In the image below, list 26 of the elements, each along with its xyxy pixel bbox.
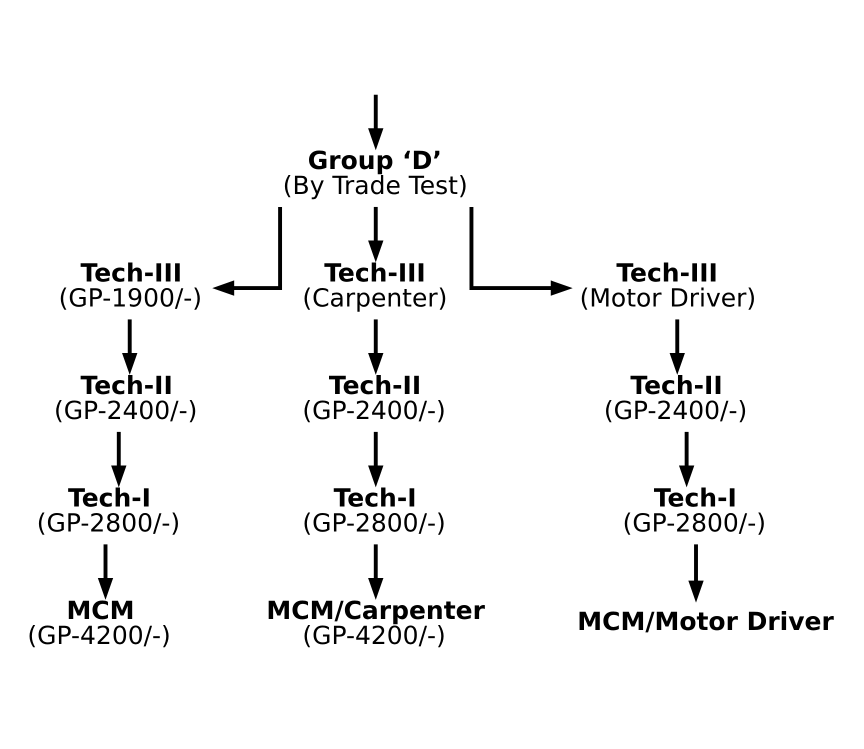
arrow: [368, 206, 384, 262]
node-text: MCM/Carpenter (GP-4200/-): [266, 595, 485, 650]
arrow: [368, 94, 384, 150]
arrow: [111, 431, 126, 487]
node-text: Tech-II (GP-2400/-): [54, 370, 198, 424]
arrow: [212, 206, 282, 296]
arrow: [368, 544, 384, 600]
arrow: [688, 544, 704, 602]
node-text: Tech-III (Carpenter): [302, 258, 448, 312]
node-text: Tech-III (GP-1900/-): [58, 258, 202, 312]
arrow: [670, 318, 685, 374]
node-text: MCM/Motor Driver: [577, 606, 834, 636]
node-text: Tech-II (GP-2400/-): [604, 370, 748, 424]
node-text: Group ‘D’ (By Trade Test): [282, 146, 468, 200]
node-text: Tech-III (Motor Driver): [580, 258, 756, 312]
arrow: [122, 318, 138, 374]
arrow: [368, 318, 384, 374]
node-text: MCM (GP-4200/-): [27, 595, 171, 650]
arrow: [678, 431, 694, 487]
node-text: Tech-I (GP-2800/-): [302, 482, 446, 537]
arrow: [368, 431, 384, 487]
arrow: [98, 544, 114, 600]
node-text: Tech-II (GP-2400/-): [302, 370, 446, 424]
node-text: Tech-I (GP-2800/-): [622, 482, 766, 537]
arrow: [470, 206, 573, 296]
node-text: Tech-I (GP-2800/-): [36, 482, 180, 537]
